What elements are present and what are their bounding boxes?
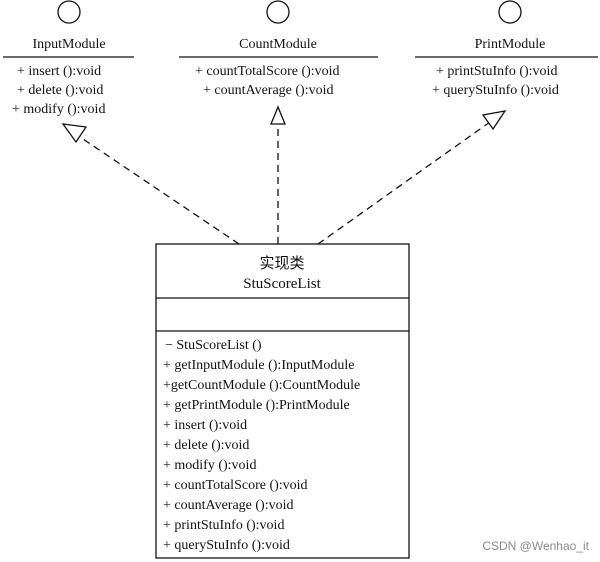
class-method: + getPrintModule ():PrintModule [163,398,350,413]
interface-method: + queryStuInfo ():void [432,83,559,98]
interface-count-module: CountModule + countTotalScore ():void + … [179,0,378,98]
interface-method: + countAverage ():void [203,83,333,98]
interface-method: + countTotalScore ():void [195,64,340,79]
class-method: + insert ():void [163,418,247,433]
class-method: + modify ():void [163,458,256,473]
realization-arrow-input [61,123,240,245]
class-box [155,243,410,559]
interface-input-module: InputModule + insert ():void + delete ()… [3,0,134,117]
realization-arrow-print [317,110,507,245]
class-method: + getInputModule ():InputModule [163,358,354,373]
class-method: +getCountModule ():CountModule [163,378,360,393]
lollipop-icon [57,0,81,24]
class-method: + printStuInfo ():void [163,518,284,533]
lollipop-icon [498,0,522,24]
watermark: CSDN @Wenhao_it [482,539,589,553]
realization-arrow-count [270,105,286,244]
class-method: − StuScoreList () [165,338,262,353]
interface-method: + modify ():void [12,102,105,117]
class-method: + countTotalScore ():void [163,478,308,493]
interface-name: CountModule [239,37,317,52]
interface-name: InputModule [32,37,105,52]
interface-method: + delete ():void [17,83,103,98]
arrowhead-icon [481,110,507,131]
arrowhead-icon [61,123,88,144]
class-method: + queryStuInfo ():void [163,538,290,553]
lollipop-icon [266,0,290,24]
class-method: + delete ():void [163,438,249,453]
interface-print-module: PrintModule + printStuInfo ():void + que… [415,0,598,98]
class-name: StuScoreList [243,276,321,292]
arrowhead-icon [270,105,286,125]
interface-method: + printStuInfo ():void [436,64,557,79]
class-stereotype: 实现类 [259,255,304,272]
class-stu-score-list: 实现类 StuScoreList − StuScoreList () + get… [155,243,410,559]
class-method: + countAverage ():void [163,498,293,513]
interface-method: + insert ():void [17,64,101,79]
interface-name: PrintModule [475,37,546,52]
